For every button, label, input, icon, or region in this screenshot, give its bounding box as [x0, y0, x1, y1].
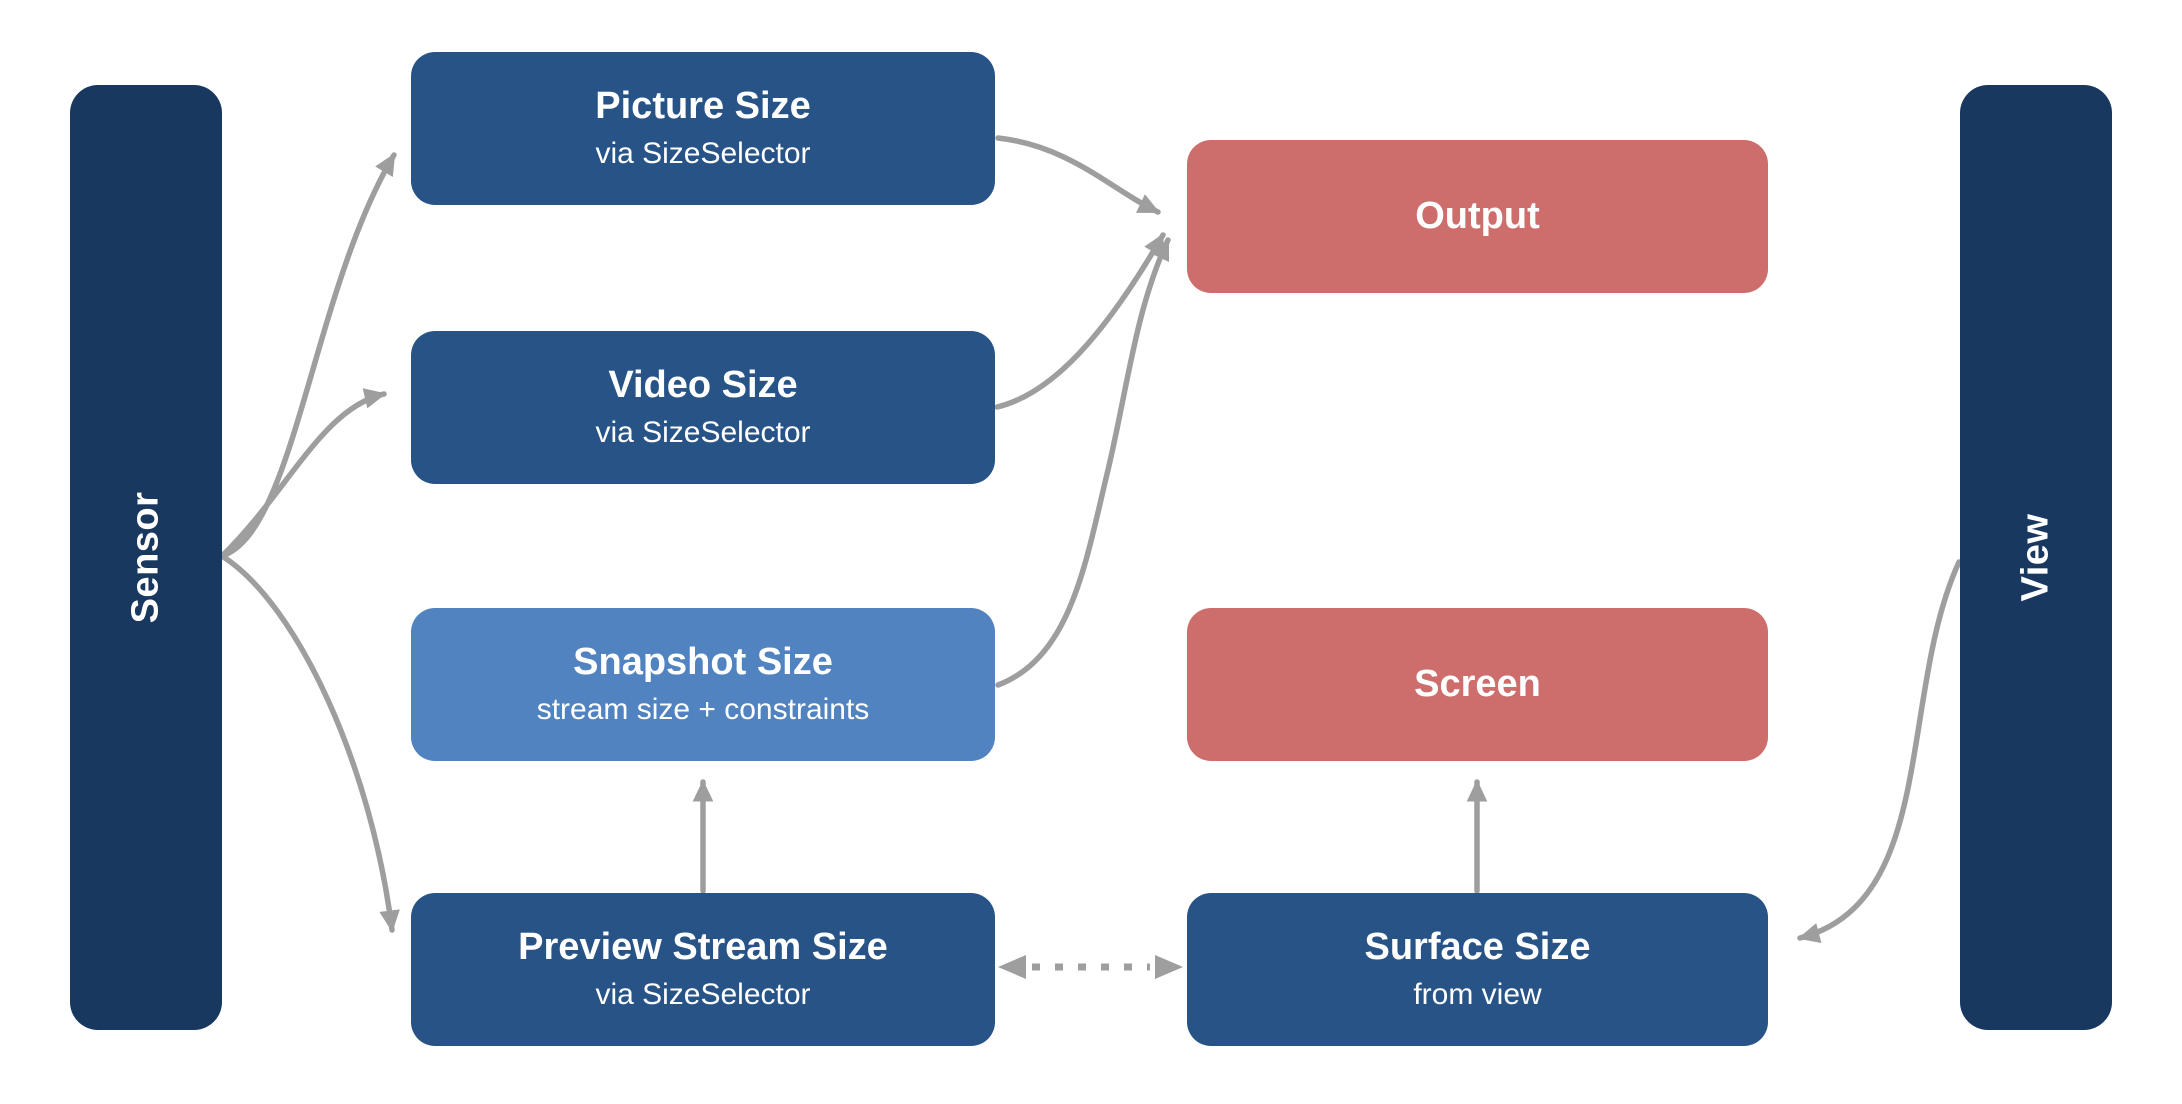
node-title: Picture Size — [595, 85, 811, 128]
dotted-arrowhead-right — [1155, 955, 1183, 979]
node-screen: Screen — [1187, 608, 1768, 761]
node-output: Output — [1187, 140, 1768, 293]
edge-view-to-surface-size — [1797, 559, 1962, 944]
node-title: Output — [1415, 194, 1540, 237]
view-bar-label: View — [2014, 513, 2057, 602]
edge-sensor-to-video-size — [219, 388, 387, 559]
edge-sensor-to-preview-stream-size — [219, 553, 400, 933]
node-title: Preview Stream Size — [518, 926, 888, 969]
node-title: Video Size — [608, 364, 798, 407]
node-subtitle: from view — [1413, 977, 1542, 1011]
node-subtitle: via SizeSelector — [595, 415, 811, 449]
node-surface-size: Surface Size from view — [1187, 893, 1768, 1046]
edge-video-size-to-output — [994, 232, 1166, 410]
sensor-bar: Sensor — [70, 85, 222, 1030]
node-title: Screen — [1414, 662, 1541, 705]
node-subtitle: via SizeSelector — [595, 136, 811, 170]
node-preview-stream-size: Preview Stream Size via SizeSelector — [411, 893, 995, 1046]
node-subtitle: stream size + constraints — [536, 692, 870, 726]
sensor-bar-label: Sensor — [124, 491, 167, 624]
node-picture-size: Picture Size via SizeSelector — [411, 52, 995, 205]
edge-sensor-to-picture-size — [219, 152, 397, 559]
view-bar: View — [1960, 85, 2112, 1030]
node-title: Snapshot Size — [573, 641, 833, 684]
node-video-size: Video Size via SizeSelector — [411, 331, 995, 484]
node-subtitle: via SizeSelector — [595, 977, 811, 1011]
edge-snapshot-size-to-output — [995, 237, 1171, 688]
dotted-arrowhead-left — [998, 955, 1026, 979]
node-snapshot-size: Snapshot Size stream size + constraints — [411, 608, 995, 761]
edge-picture-size-to-output — [995, 135, 1161, 215]
node-title: Surface Size — [1364, 926, 1591, 969]
